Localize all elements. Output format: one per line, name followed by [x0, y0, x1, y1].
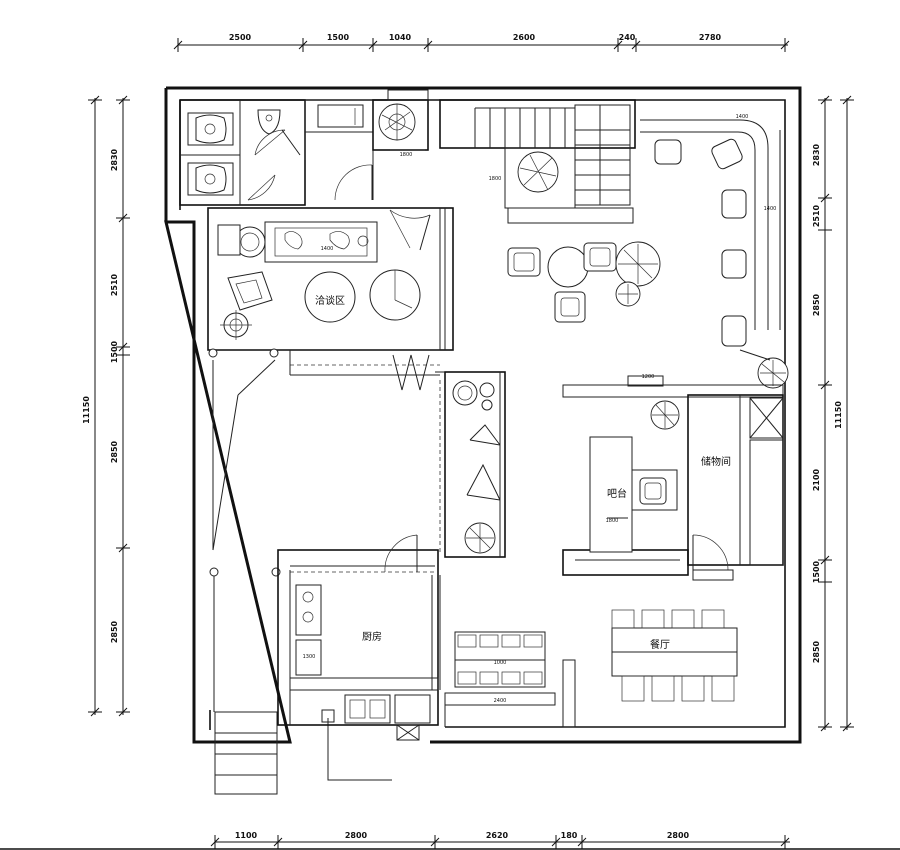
- sink-counter: [317, 104, 364, 128]
- dimension-top: 2500 1500 1040 2600 240 2780: [173, 33, 790, 52]
- entry-corridor: [209, 359, 392, 795]
- dim-top-5: 240: [619, 33, 636, 42]
- urinal-icon: [257, 109, 281, 135]
- room-label-kitchen: 厨房: [362, 630, 382, 643]
- dim-right-2: 2510: [812, 204, 821, 227]
- washroom: [304, 99, 374, 201]
- dim-left-2: 2510: [110, 273, 119, 296]
- kitchen: 厨房: [277, 534, 441, 741]
- room-label-tea: 洽谈区: [315, 294, 345, 307]
- chair: [554, 291, 586, 323]
- armchair: [227, 271, 273, 311]
- fridge: [394, 694, 431, 724]
- dim-right-outer: 11150: [834, 401, 843, 429]
- dim-top-4: 2600: [513, 33, 536, 42]
- sofa: [264, 221, 378, 263]
- chair: [721, 189, 747, 219]
- sink: [344, 694, 391, 724]
- chair: [507, 247, 541, 277]
- dim-right-4: 2100: [812, 468, 821, 491]
- dim-bottom-1: 1100: [235, 831, 258, 840]
- chair: [721, 249, 747, 279]
- room-label-bar: 吧台: [607, 487, 627, 500]
- dim-right-3: 2850: [812, 293, 821, 316]
- inline-dim: 1800: [400, 152, 413, 158]
- dim-bottom-4: 180: [561, 831, 578, 840]
- room-label-dining: 餐厅: [650, 638, 670, 651]
- chair: [711, 138, 743, 170]
- storage-room: 储物间: [687, 394, 784, 581]
- dim-top-1: 2500: [229, 33, 252, 42]
- dim-top-6: 2780: [699, 33, 722, 42]
- toilet-bowl-icon: [195, 164, 227, 194]
- staircase: [439, 99, 636, 224]
- inline-dim: 1400: [321, 246, 334, 252]
- lounge-area: [507, 119, 789, 389]
- inline-dim: 1400: [764, 206, 777, 212]
- inline-dim: 1300: [303, 654, 316, 660]
- chair: [654, 139, 682, 165]
- toilet-area: [179, 99, 306, 206]
- dim-right-5: 1500: [812, 560, 821, 583]
- dim-bottom-3: 2620: [486, 831, 509, 840]
- bar-stool: [639, 477, 667, 505]
- inline-dimensions: 1400 1400 1800 1200 1800 1300 1000 2400 …: [303, 114, 777, 704]
- display-cabinet: [435, 371, 506, 558]
- inline-dim: 2400: [494, 698, 507, 704]
- dim-bottom-2: 2800: [345, 831, 368, 840]
- dim-bottom-5: 2800: [667, 831, 690, 840]
- inline-dim: 1800: [489, 176, 502, 182]
- dim-left-outer: 11150: [82, 396, 91, 424]
- inline-dim: 1000: [494, 660, 507, 666]
- inline-dim: 1400: [736, 114, 749, 120]
- dim-left-3: 1500: [110, 340, 119, 363]
- dining-area: 餐厅: [444, 609, 738, 728]
- dim-left-4: 2850: [110, 440, 119, 463]
- dimension-right: 11150 2830 2510 2850 2100 1500 2850: [812, 95, 854, 732]
- toilet-bowl-icon: [195, 114, 227, 144]
- dim-right-1: 2830: [812, 143, 821, 166]
- dim-left-1: 2830: [110, 148, 119, 171]
- room-label-storage: 储物间: [701, 455, 731, 468]
- planter-top: [372, 89, 429, 151]
- bar-area: 吧台: [562, 375, 784, 576]
- tea-room: 洽谈区: [207, 207, 454, 391]
- bar-counter: [589, 436, 633, 553]
- inline-dim: 1200: [642, 374, 655, 380]
- stove: [295, 584, 322, 636]
- tea-table: [304, 271, 356, 323]
- chair: [721, 315, 747, 347]
- chair: [583, 242, 617, 272]
- dim-right-6: 2850: [812, 640, 821, 663]
- dim-top-3: 1040: [389, 33, 412, 42]
- dim-top-2: 1500: [327, 33, 350, 42]
- dim-left-5: 2850: [110, 620, 119, 643]
- dimension-left: 11150 2830 2510 1500 2850 2850: [82, 95, 130, 717]
- round-table: [547, 246, 589, 288]
- dimension-bottom: 1100 2800 2620 180 2800: [210, 831, 790, 849]
- inline-dim: 1800: [606, 518, 619, 524]
